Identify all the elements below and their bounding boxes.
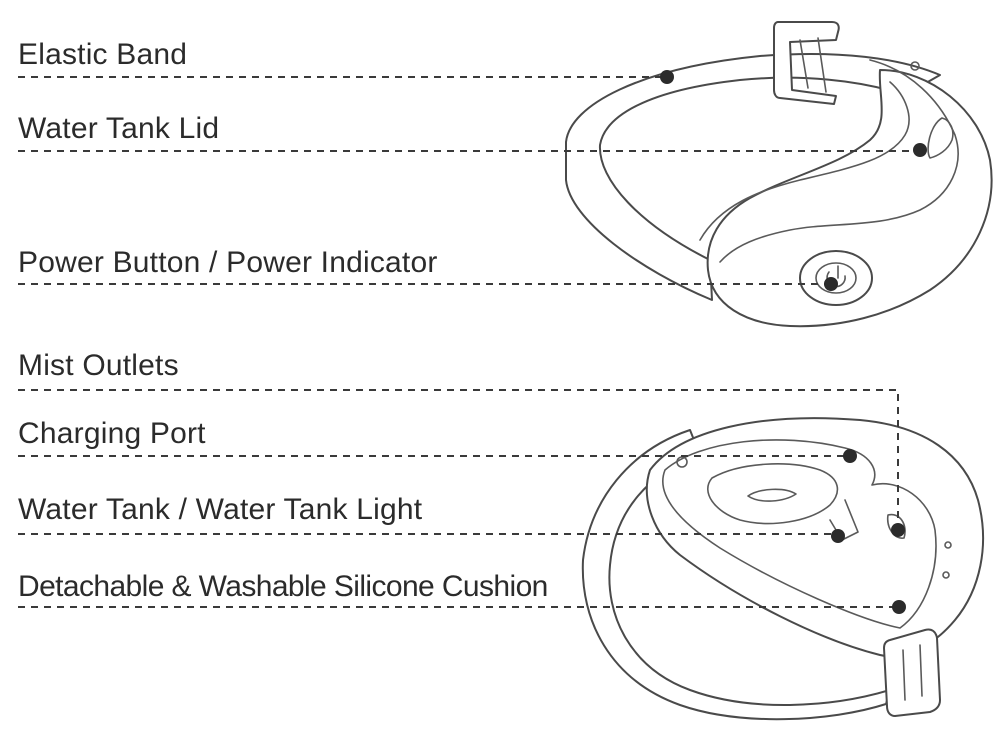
callout-dot-water-tank <box>831 529 845 543</box>
label-elastic-band: Elastic Band <box>18 38 188 71</box>
leader-lines <box>18 76 920 608</box>
callout-dot-elastic-band <box>660 70 674 84</box>
water-tank-lid-detail <box>927 117 954 159</box>
callout-dot-power-button <box>824 277 838 291</box>
label-power-button: Power Button / Power Indicator <box>18 246 438 279</box>
callout-dot-silicone-cushion <box>892 600 906 614</box>
power-button-shape <box>799 250 873 306</box>
callout-dot-mist-outlets <box>891 523 905 537</box>
callout-dot-charging-port <box>843 449 857 463</box>
top-device-drawing <box>565 21 993 328</box>
label-water-tank: Water Tank / Water Tank Light <box>18 493 423 526</box>
main-body-shape <box>706 69 993 328</box>
eye-cavity <box>707 463 839 525</box>
label-mist-outlets: Mist Outlets <box>18 349 179 382</box>
mist-outlet-slot <box>747 488 797 502</box>
callout-dots <box>660 70 927 614</box>
callout-dot-water-tank-lid <box>913 143 927 157</box>
label-water-tank-lid: Water Tank Lid <box>18 112 220 145</box>
label-charging-port: Charging Port <box>18 417 206 450</box>
bottom-device-drawing <box>581 417 984 721</box>
lower-body-shape <box>645 417 984 658</box>
band-buckle <box>773 21 840 105</box>
label-silicone-cushion: Detachable & Washable Silicone Cushion <box>18 570 548 603</box>
front-shell-line <box>719 59 959 263</box>
elastic-band-shape <box>565 53 941 301</box>
lower-band-buckle <box>883 628 941 717</box>
silicone-cushion-outline <box>662 439 937 629</box>
